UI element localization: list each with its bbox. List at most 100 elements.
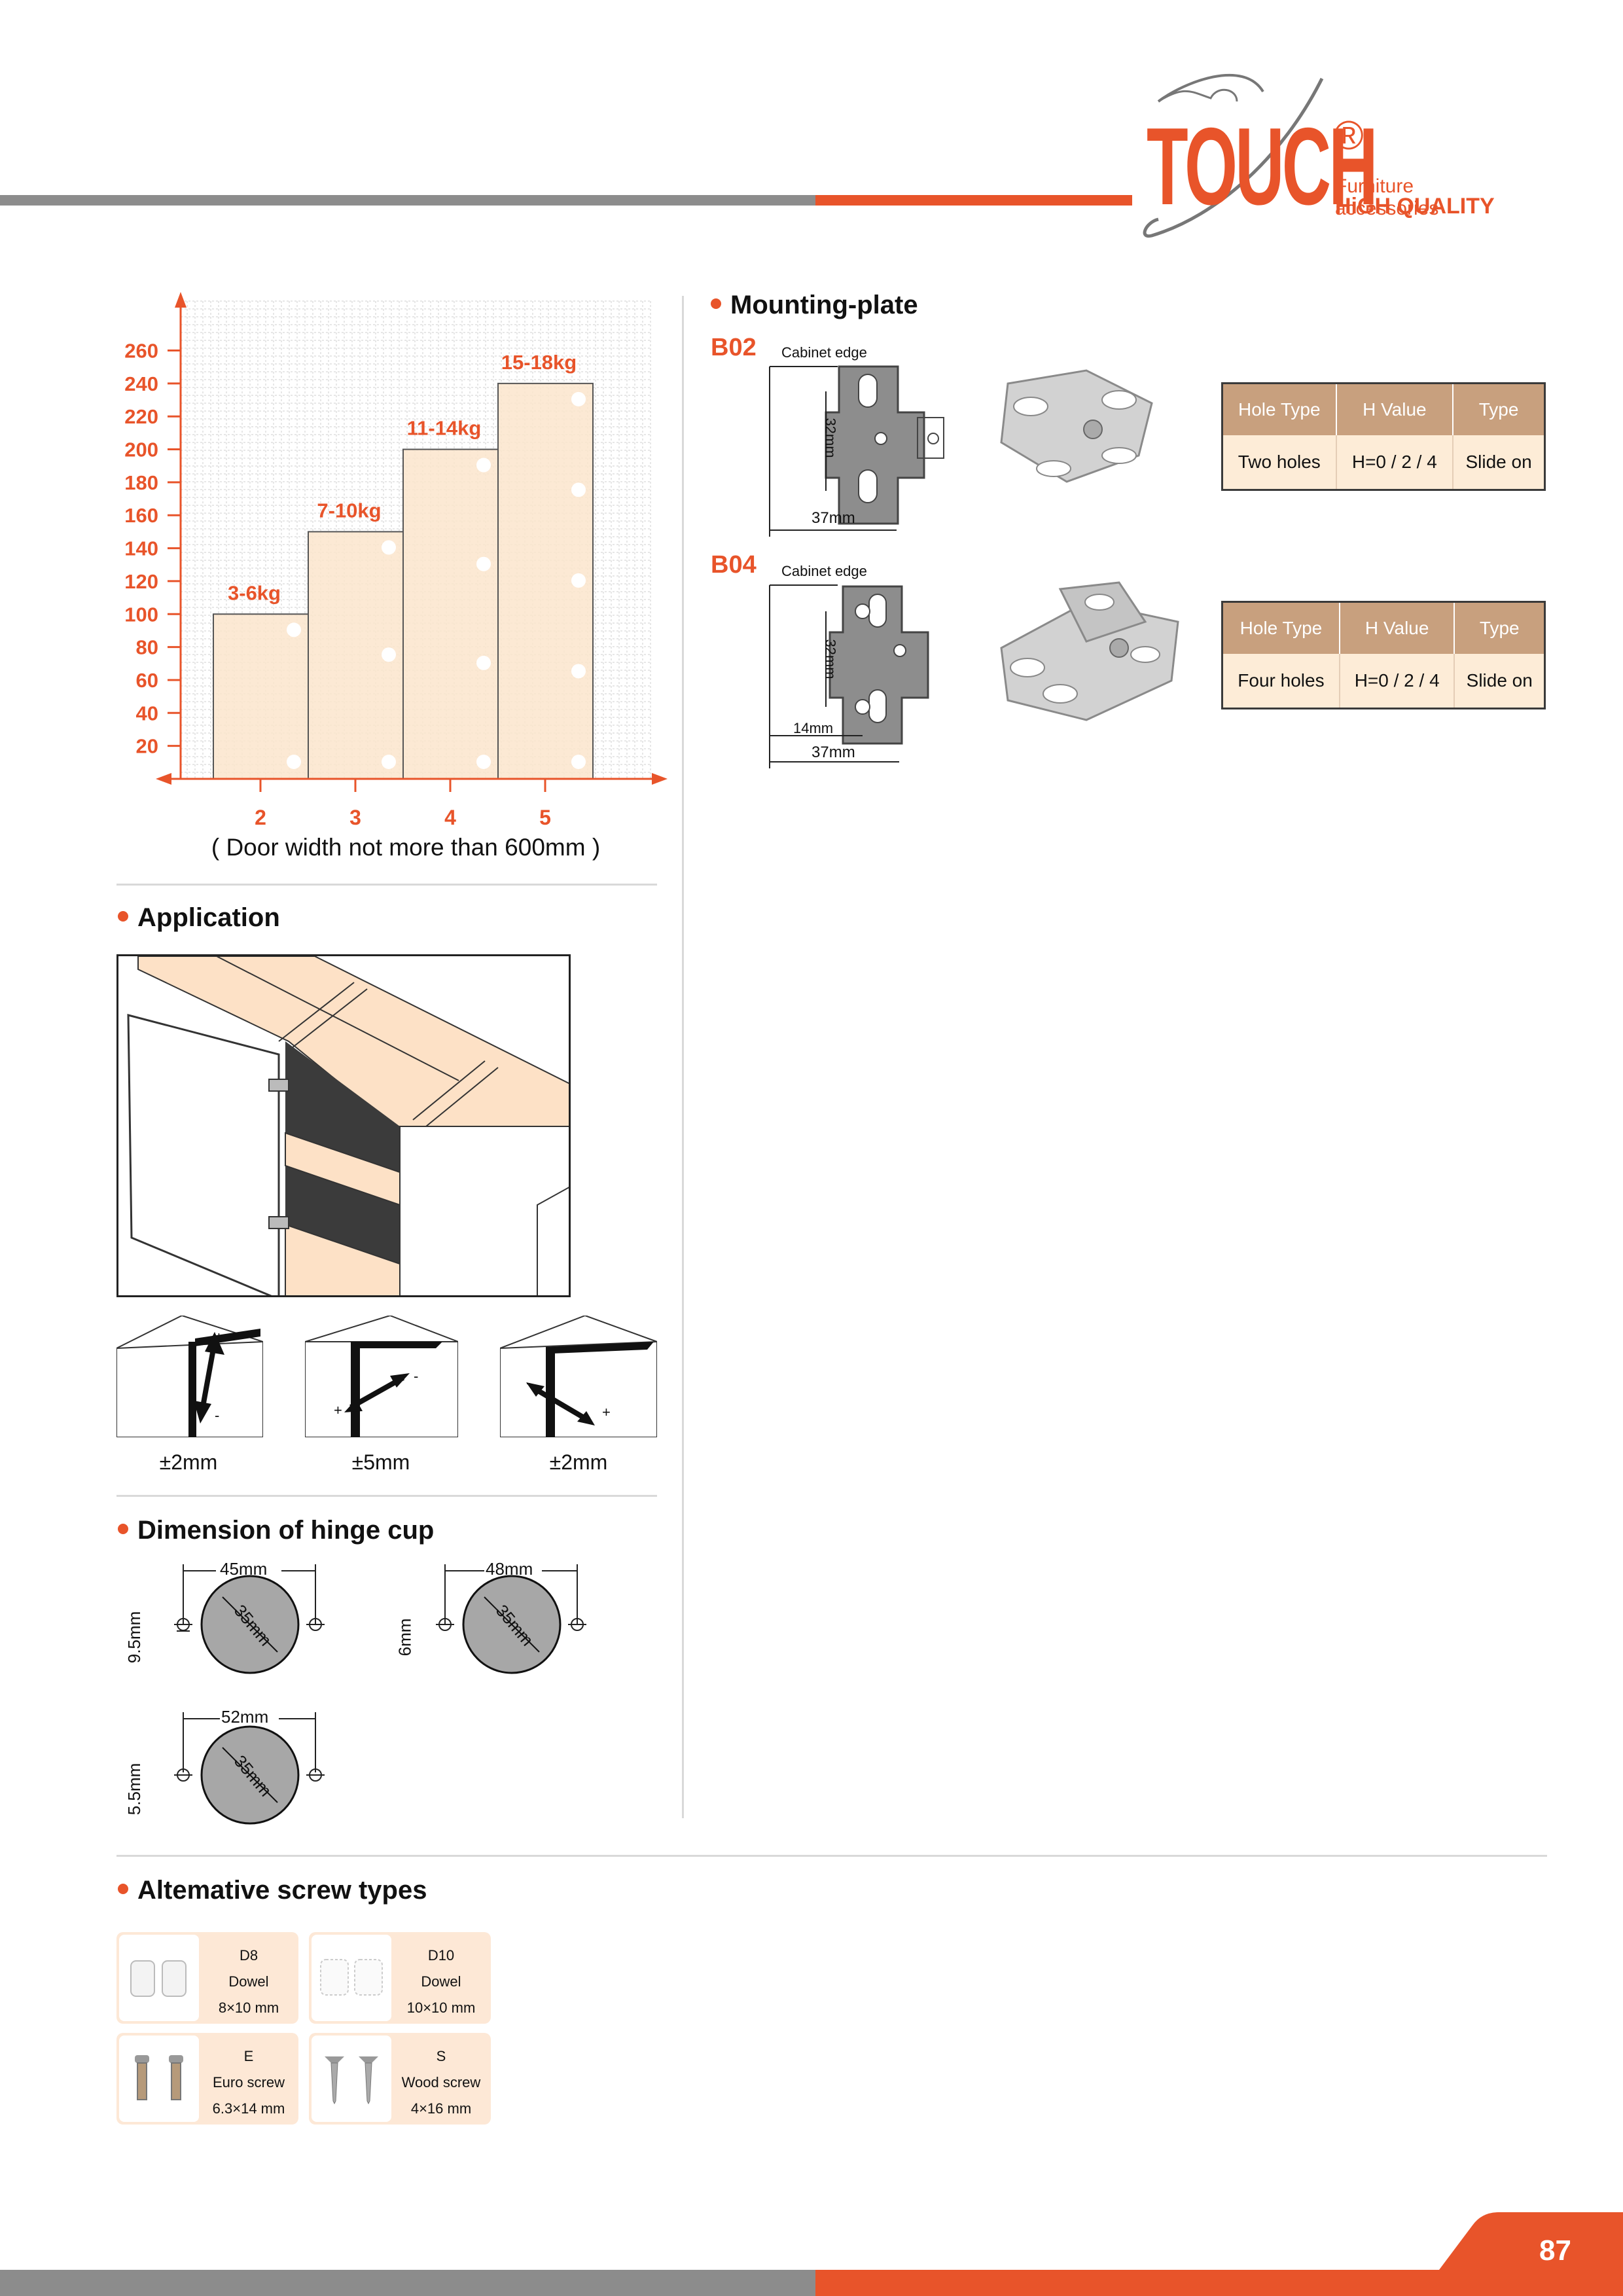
plate-two-holes-drawing <box>769 365 944 537</box>
hinge-dot <box>476 556 491 571</box>
depth-adjust-icon <box>304 1314 459 1438</box>
brand-name: TOUCH <box>1147 105 1378 228</box>
screw-code: D8 <box>239 1947 259 1964</box>
cup-offset-label: 5.5mm <box>124 1763 145 1816</box>
cup-width-label: 52mm <box>221 1707 269 1727</box>
cell-type: Slide on <box>1454 654 1545 709</box>
screw-size: 4×16 mm <box>410 2100 472 2117</box>
screw-name: Dowel <box>228 1973 269 1990</box>
column-divider <box>682 296 684 1818</box>
registered-mark: ® <box>1334 113 1364 158</box>
bar-2 <box>213 613 309 780</box>
y-tick-label: 160 <box>124 504 158 527</box>
cell-hole-type: Four holes <box>1222 654 1340 709</box>
bar-data-label: 3-6kg <box>228 581 281 604</box>
y-tick-label: 40 <box>136 702 158 725</box>
divider-hinge-cup <box>116 1495 657 1497</box>
hinge-dot <box>571 755 586 769</box>
hinge-cup-diagram-1: 45mm 35mm 9.5mm <box>124 1559 340 1703</box>
col-hole-type: Hole Type <box>1222 383 1337 435</box>
cup-width-label: 48mm <box>486 1559 533 1579</box>
y-tick-label: 100 <box>124 603 158 626</box>
cabinet-edge-label-b02: Cabinet edge <box>781 344 867 361</box>
screw-card-e: E Euro screw 6.3×14 mm <box>116 2033 298 2125</box>
x-axis-arrow-icon <box>156 773 171 785</box>
plate-height-label-b04: 32mm <box>822 639 839 679</box>
cabinet-illustration <box>127 956 569 1295</box>
adjust-label-1: ±2mm <box>159 1450 218 1474</box>
page-number: 87 <box>1539 2234 1571 2267</box>
cup-offset-label: 6mm <box>395 1618 415 1657</box>
bar-4 <box>402 448 499 780</box>
dowel-d8-icon <box>119 1935 199 2021</box>
cell-h-value: H=0 / 2 / 4 <box>1339 654 1455 709</box>
y-tick-label: 80 <box>136 636 158 659</box>
header-bar-orange <box>815 195 1132 206</box>
brand-tagline-1: Furniture accessories <box>1335 175 1439 219</box>
hinge-cup-diagram-2: 48mm 35mm 6mm <box>393 1559 602 1703</box>
y-tick-label: 60 <box>136 669 158 692</box>
hinge-dot <box>476 755 491 769</box>
hinge-dot <box>382 647 396 662</box>
plate-photo-b04 <box>988 576 1185 726</box>
spec-table-b04: Hole Type H Value Type Four holes H=0 / … <box>1221 601 1546 709</box>
hinge-dot <box>287 622 301 637</box>
hinge-cup-title: Dimension of hinge cup <box>118 1516 434 1545</box>
screw-size: 6.3×14 mm <box>212 2100 285 2117</box>
x-tick-label: 4 <box>444 806 456 829</box>
plate-height-label-b02: 32mm <box>822 418 839 458</box>
screw-name: Dowel <box>421 1973 461 1990</box>
application-illustration <box>116 954 571 1297</box>
adjust-diagram-2: - + <box>304 1314 459 1438</box>
dowel-d10-icon <box>312 1935 391 2021</box>
cup-52-drawing <box>174 1712 325 1825</box>
divider-screws <box>116 1855 1547 1857</box>
plate-photo-b02 <box>995 364 1158 495</box>
y-tick-label: 220 <box>124 405 158 428</box>
y-axis-arrow-icon <box>175 292 187 308</box>
y-tick-label: 20 <box>136 735 158 758</box>
plate-four-holes-photo <box>1000 581 1179 721</box>
table-row: Four holes H=0 / 2 / 4 Slide on <box>1222 654 1545 709</box>
screw-card-s: S Wood screw 4×16 mm <box>309 2033 491 2125</box>
hinge-dot <box>571 573 586 588</box>
cup-48-drawing <box>436 1564 586 1674</box>
bullet-dot-icon <box>118 911 128 922</box>
cell-h-value: H=0 / 2 / 4 <box>1336 435 1454 490</box>
wood-screw-icon <box>312 2036 391 2122</box>
adjust-label-3: ±2mm <box>549 1450 608 1474</box>
y-tick-label: 200 <box>124 439 158 461</box>
logo-swoosh-icon <box>1143 74 1324 238</box>
screw-card-d10: D10 Dowel 10×10 mm <box>309 1932 491 2024</box>
plate-width-label-b02: 37mm <box>812 509 855 527</box>
y-tick-label: 140 <box>124 537 158 560</box>
hinge-dot <box>382 540 396 555</box>
bullet-dot-icon <box>711 298 721 310</box>
divider-application <box>116 884 657 886</box>
page-number-tab <box>1433 2212 1623 2278</box>
cup-offset-label: 9.5mm <box>124 1611 145 1664</box>
x-tick-label: 3 <box>349 806 361 829</box>
plus-sign: + <box>334 1402 342 1418</box>
cup-width-label: 45mm <box>220 1559 268 1579</box>
vertical-adjust-icon <box>116 1314 264 1438</box>
hinge-dot <box>571 664 586 679</box>
application-title: Application <box>118 903 280 933</box>
hinge-dot <box>287 755 301 769</box>
hinge-dot <box>571 391 586 406</box>
cabinet-edge-label-b04: Cabinet edge <box>781 563 867 579</box>
minus-sign: - <box>526 1374 531 1391</box>
brand-tagline-2: HiGH QUALITY <box>1335 194 1495 219</box>
footer-bar-gray <box>0 2270 815 2296</box>
page-tab-shape <box>1433 2212 1623 2278</box>
hinge-dot <box>571 482 586 497</box>
plate-two-holes-photo <box>1000 369 1153 483</box>
load-chart-svg: 3-6kg27-10kg311-14kg415-18kg520406080100… <box>124 292 668 829</box>
y-tick-label: 260 <box>124 340 158 363</box>
cup-45-drawing <box>174 1564 325 1674</box>
hinge-dot <box>476 655 491 670</box>
screw-types-title: Altemative screw types <box>118 1876 427 1905</box>
screw-size: 8×10 mm <box>218 2000 279 2016</box>
hinge-dot <box>382 755 396 769</box>
